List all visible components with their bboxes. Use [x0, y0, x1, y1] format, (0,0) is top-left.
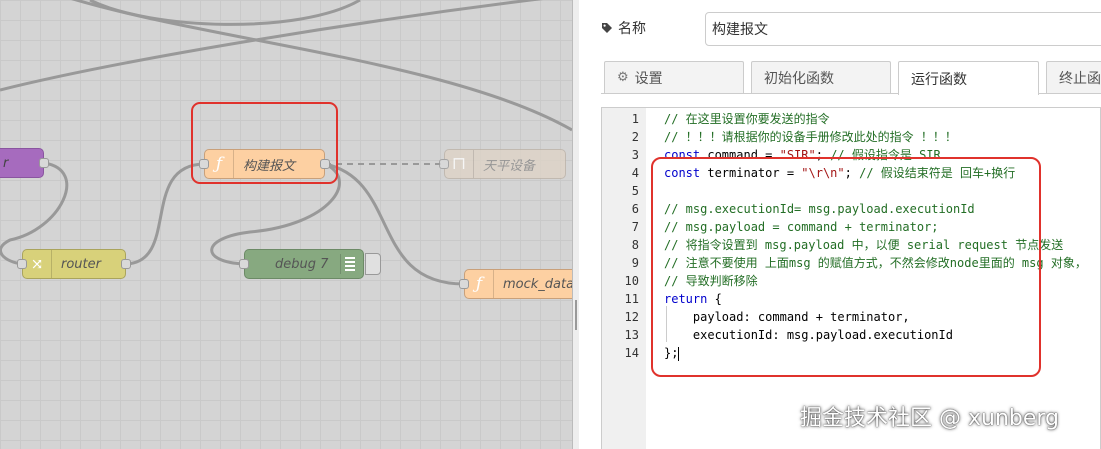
tab-init-function[interactable]: 初始化函数	[751, 61, 891, 93]
flow-node-mock-data[interactable]: ƒ mock_data	[459, 269, 572, 299]
panel-resize-handle[interactable]	[572, 0, 579, 449]
code-line-1: // 在这里设置你要发送的指令	[664, 112, 830, 126]
input-port[interactable]	[239, 259, 249, 269]
code-token: // 假设结束符是 回车+换行	[859, 166, 1016, 180]
name-input-value: 构建报文	[712, 22, 768, 38]
node-label: debug 7	[275, 256, 329, 272]
name-field-label: 名称	[601, 18, 646, 38]
line-number: 12	[624, 310, 639, 324]
node-label: r	[3, 155, 9, 171]
line-number: 5	[631, 184, 639, 198]
watermark: 掘金技术社区 @ xunberg	[800, 406, 1060, 431]
selection-highlight	[191, 102, 338, 184]
code-line-14: };	[664, 344, 680, 362]
code-token: {	[707, 292, 722, 306]
code-line-7: // msg.payload = command + terminator;	[664, 220, 939, 234]
code-editor[interactable]: 1 2 3 4 5 6 7 8 9 10 11 12 13 14 // 在这里设…	[601, 107, 1101, 449]
line-number: 14	[624, 346, 639, 360]
line-number: 13	[624, 328, 639, 342]
tab-underline	[601, 93, 1101, 94]
line-number: 4	[631, 166, 639, 180]
code-token: ;	[844, 166, 860, 180]
code-line-11: return {	[664, 290, 722, 308]
wire	[0, 0, 544, 92]
serial-icon: ⊓	[445, 150, 474, 178]
output-port[interactable]	[39, 158, 49, 168]
tab-label: 初始化函数	[764, 70, 834, 87]
tab-label: 设置	[634, 70, 663, 87]
wire	[125, 162, 205, 266]
name-label-text: 名称	[618, 21, 646, 37]
output-port[interactable]	[320, 159, 330, 169]
line-number-gutter: 1 2 3 4 5 6 7 8 9 10 11 12 13 14	[602, 108, 646, 449]
input-port[interactable]	[17, 259, 27, 269]
code-token: terminator =	[700, 166, 802, 180]
switch-icon: ⤨	[23, 250, 52, 278]
function-icon: ƒ	[205, 150, 234, 178]
node-label: router	[61, 256, 101, 272]
line-number: 2	[631, 130, 639, 144]
debug-icon	[340, 254, 359, 274]
code-line-4: const terminator = "\r\n"; // 假设结束符是 回车+…	[664, 164, 1015, 182]
line-number: 3	[631, 148, 639, 162]
code-line-6: // msg.executionId= msg.payload.executio…	[664, 202, 975, 216]
output-port[interactable]	[121, 259, 131, 269]
tab-run-function[interactable]: 运行函数	[898, 61, 1039, 95]
tab-close-function[interactable]: 终止函	[1046, 61, 1101, 93]
wire	[89, 0, 361, 26]
node-label: 天平设备	[483, 158, 536, 174]
code-token: "\r\n"	[801, 166, 845, 180]
flow-node-build-message[interactable]: ƒ 构建报文	[199, 149, 330, 179]
tab-label: 运行函数	[911, 71, 967, 88]
line-number: 11	[624, 292, 639, 306]
debug-toggle-button[interactable]	[365, 253, 381, 275]
tab-settings[interactable]: ⚙ 设置	[604, 61, 744, 93]
flow-wires	[0, 0, 572, 286]
input-port[interactable]	[459, 279, 469, 289]
code-line-12: payload: command + terminator,	[664, 310, 910, 324]
node-editor-panel: 名称 构建报文 ⚙ 设置 初始化函数 运行函数 终止函 1 2 3 4 5 6 …	[579, 0, 1101, 449]
tag-icon	[602, 23, 612, 33]
grip-icon	[575, 300, 577, 330]
input-port[interactable]	[439, 159, 449, 169]
code-token: return	[664, 292, 708, 306]
code-line-13: executionId: msg.payload.executionId	[664, 328, 953, 342]
gear-icon: ⚙	[617, 70, 629, 85]
code-line-8: // 将指令设置到 msg.payload 中，以便 serial reques…	[664, 238, 1064, 252]
line-number: 1	[631, 112, 639, 126]
indent-guide	[666, 306, 667, 342]
flow-node-partial[interactable]: r	[0, 148, 49, 178]
flow-node-balance-device[interactable]: ⊓ 天平设备	[439, 149, 566, 179]
text-cursor	[678, 346, 680, 361]
wire	[324, 162, 465, 286]
flow-node-debug[interactable]: debug 7	[239, 249, 381, 279]
code-token: };	[664, 346, 679, 360]
code-line-9: // 注意不要使用 上面msg 的赋值方式，不然会修改node里面的 msg 对…	[664, 256, 1087, 270]
line-number: 7	[631, 220, 639, 234]
node-label: 构建报文	[243, 158, 296, 174]
name-input[interactable]: 构建报文	[705, 12, 1101, 46]
line-number: 10	[624, 274, 639, 288]
wire	[0, 161, 69, 266]
code-token: ;	[815, 148, 831, 162]
wire	[210, 162, 341, 266]
line-number: 6	[631, 202, 639, 216]
function-icon: ƒ	[465, 270, 494, 298]
line-number: 8	[631, 238, 639, 252]
line-number: 9	[631, 256, 639, 270]
code-token: const	[664, 166, 701, 180]
flow-node-router[interactable]: ⤨ router	[17, 249, 131, 279]
flow-canvas[interactable]: r ƒ 构建报文 ⊓ 天平设备 ⤨ router debug 7 ƒ m	[0, 0, 572, 449]
code-line-10: // 导致判断移除	[664, 274, 758, 288]
wire	[71, 0, 572, 132]
tab-label: 终止函	[1059, 70, 1101, 87]
input-port[interactable]	[199, 159, 209, 169]
code-line-2: // ！！！请根据你的设备手册修改此处的指令 ！！！	[664, 130, 957, 144]
code-highlight-box	[651, 157, 1041, 377]
node-label: mock_data	[503, 276, 572, 292]
